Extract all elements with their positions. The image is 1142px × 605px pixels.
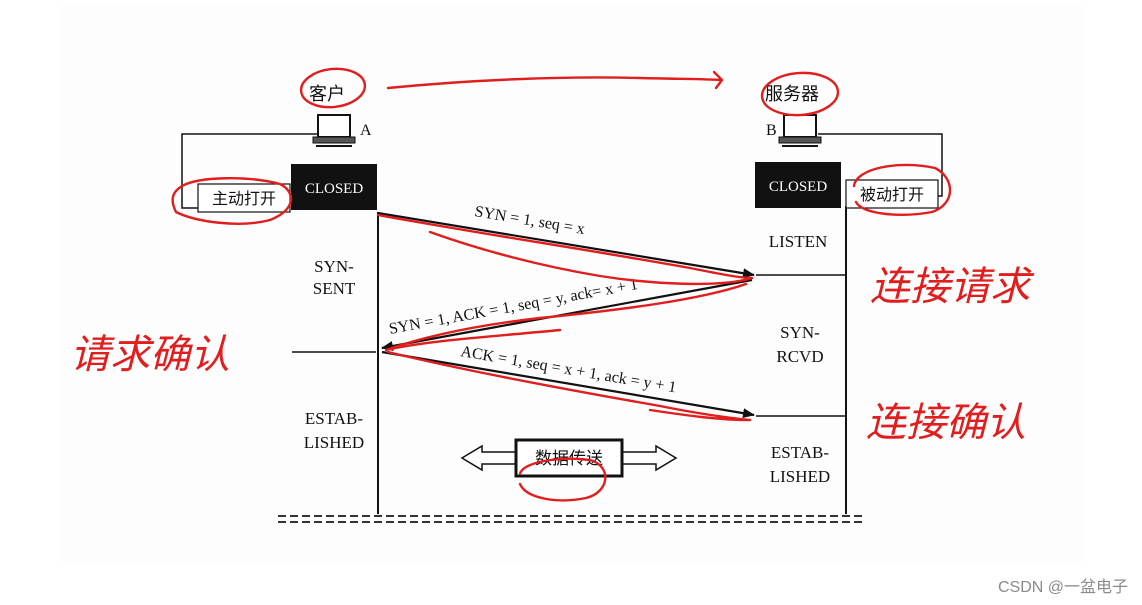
annotation-request-confirm: 请求确认 [70, 332, 230, 378]
syn-arrow [377, 211, 755, 279]
client-state-syn-sent-1: SYN- [314, 257, 354, 276]
server-closed-box [755, 162, 841, 208]
server-loop-frame [818, 133, 943, 197]
client-state-syn-sent-2: SENT [313, 279, 356, 298]
client-state-established-1: ESTAB- [305, 409, 363, 428]
client-state-established-2: LISHED [304, 433, 364, 452]
server-name: 服务器 [765, 84, 819, 104]
ack-arrow [381, 350, 755, 419]
client-closed-box [291, 164, 377, 210]
passive-open-label: 被动打开 [860, 186, 924, 204]
client-loop-frame [181, 133, 318, 209]
server-state-listen: LISTEN [769, 232, 828, 251]
client-letter: A [360, 122, 372, 139]
server-state-established-2: LISHED [770, 467, 830, 486]
red-annotation-marks [171, 67, 952, 502]
syn-message-label: SYN = 1, seq = x [473, 203, 586, 238]
server-state-syn-rcvd-1: SYN- [780, 323, 820, 342]
server-closed-label: CLOSED [769, 179, 828, 195]
server-letter: B [766, 122, 777, 139]
annotation-connection-request: 连接请求 [870, 264, 1035, 310]
client-name: 客户 [309, 84, 345, 104]
server-state-established-1: ESTAB- [771, 443, 829, 462]
server-computer-icon [778, 114, 822, 147]
client-computer-icon [312, 114, 356, 147]
client-closed-label: CLOSED [305, 181, 364, 197]
server-state-syn-rcvd-2: RCVD [776, 347, 823, 366]
active-open-label: 主动打开 [212, 190, 276, 208]
annotation-connection-confirm: 连接确认 [866, 400, 1026, 446]
passive-open-box [845, 179, 939, 209]
watermark: CSDN @一盆电子 [998, 578, 1128, 596]
